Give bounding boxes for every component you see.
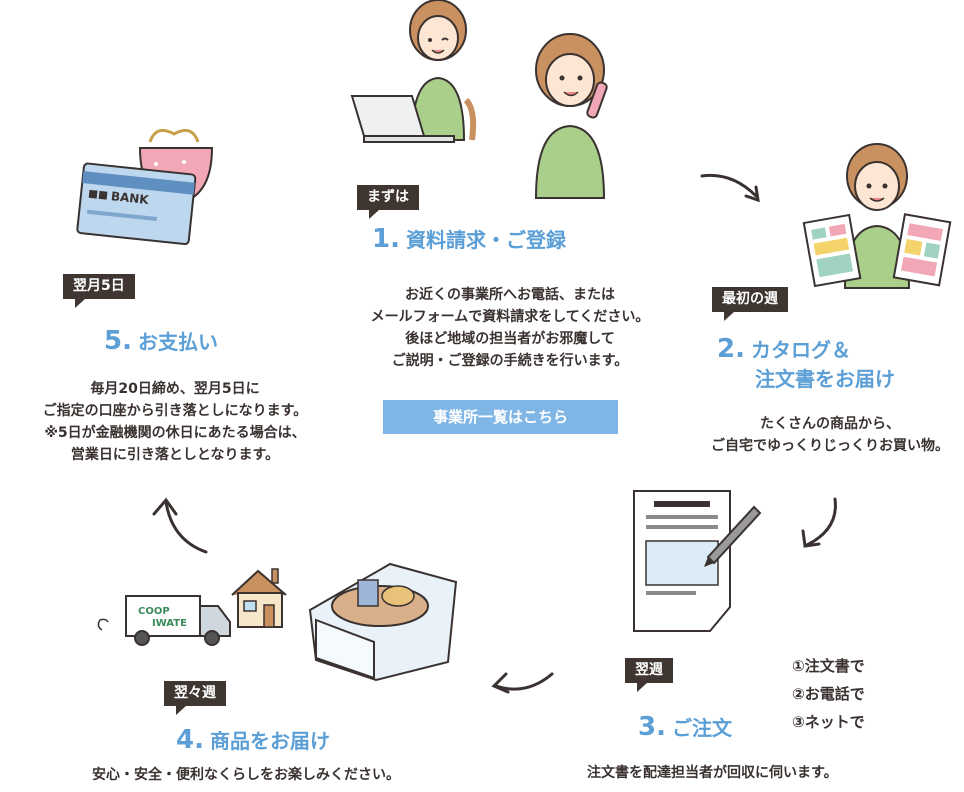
step2-title: 2.カタログ＆: [717, 336, 851, 363]
woman-phone-illustration: [534, 33, 608, 199]
step3-title: 3.ご注文: [638, 714, 732, 741]
step5-description: 毎月20日締め、翌月5日に ご指定の口座から引き落としになります。 ※5日が金融…: [0, 378, 350, 466]
arrow-step3-to-step4: [491, 672, 554, 694]
step2-description: たくさんの商品から、 ご自宅でゆっくりじっくりお買い物。: [695, 413, 964, 457]
step5-line: 毎月20日締め、翌月5日に: [90, 381, 260, 397]
step1-number: 1.: [372, 224, 400, 254]
step1-timing-tag: まずは: [357, 185, 419, 219]
step1-line: ご説明・ご登録の手続きを行います。: [391, 353, 629, 369]
step1-description: お近くの事業所へお電話、または メールフォームで資料請求をしてください。 後ほど…: [320, 284, 700, 372]
step2-number: 2.: [717, 334, 745, 364]
woman-catalog-illustration: [802, 143, 952, 289]
step3-description: 注文書を配達担当者が回収に伺います。: [587, 765, 838, 781]
step3-timing-tag: 翌週: [625, 658, 673, 692]
step5-line: 営業日に引き落としとなります。: [70, 447, 280, 463]
bank-card-text: BANK: [110, 189, 150, 207]
bank-card-illustration: BANK: [76, 162, 197, 246]
order-method-item: ①注文書で: [792, 657, 865, 675]
step5-title-text: お支払い: [137, 330, 218, 354]
step1-line: お近くの事業所へお電話、または: [405, 287, 615, 303]
step5-line: ※5日が金融機関の休日にあたる場合は、: [44, 425, 306, 441]
step2-title-line1: カタログ＆: [750, 338, 851, 362]
woman-laptop-illustration: [350, 0, 477, 143]
house-illustration: [231, 568, 287, 628]
step1-line: メールフォームで資料請求をしてください。: [370, 309, 650, 325]
step3-title-text: ご注文: [671, 716, 732, 740]
step2-line: たくさんの商品から、: [760, 416, 900, 432]
step1-title-text: 資料請求・ご登録: [405, 228, 566, 252]
step4-title: 4.商品をお届け: [176, 727, 330, 754]
step2-title-line2: 注文書をお届け: [755, 367, 895, 391]
cool-box-illustration: [308, 562, 458, 682]
step5-number: 5.: [104, 326, 132, 356]
arrow-step1-to-step2: [700, 173, 760, 203]
step1-line: 後ほど地域の担当者がお邪魔して: [405, 331, 615, 347]
delivery-truck-illustration: COOP IWATE: [97, 595, 231, 646]
step3-number: 3.: [638, 712, 666, 742]
step5-timing-tag: 翌月5日: [63, 274, 135, 308]
step5-line: ご指定の口座から引き落としになります。: [42, 403, 308, 419]
office-list-button[interactable]: 事業所一覧はこちら: [383, 400, 618, 434]
step4-number: 4.: [176, 725, 204, 755]
step4-title-text: 商品をお届け: [209, 729, 330, 753]
arrow-step4-to-step5: [152, 497, 208, 554]
order-methods-list: ①注文書で ②お電話で ③ネットで: [792, 652, 865, 736]
truck-coop-text: COOP: [138, 606, 170, 617]
truck-iwate-text: IWATE: [152, 618, 187, 629]
step4-timing-tag: 翌々週: [164, 681, 226, 715]
order-method-item: ②お電話で: [792, 685, 865, 703]
step2-line: ご自宅でゆっくりじっくりお買い物。: [711, 438, 949, 454]
arrow-step2-to-step3: [801, 497, 837, 548]
order-method-item: ③ネットで: [792, 713, 865, 731]
step2-timing-tag: 最初の週: [712, 287, 788, 321]
step5-title: 5.お支払い: [104, 328, 218, 355]
step4-description: 安心・安全・便利なくらしをお楽しみください。: [92, 767, 400, 783]
step1-title: 1.資料請求・ご登録: [372, 226, 566, 253]
order-form-illustration: [633, 490, 762, 632]
